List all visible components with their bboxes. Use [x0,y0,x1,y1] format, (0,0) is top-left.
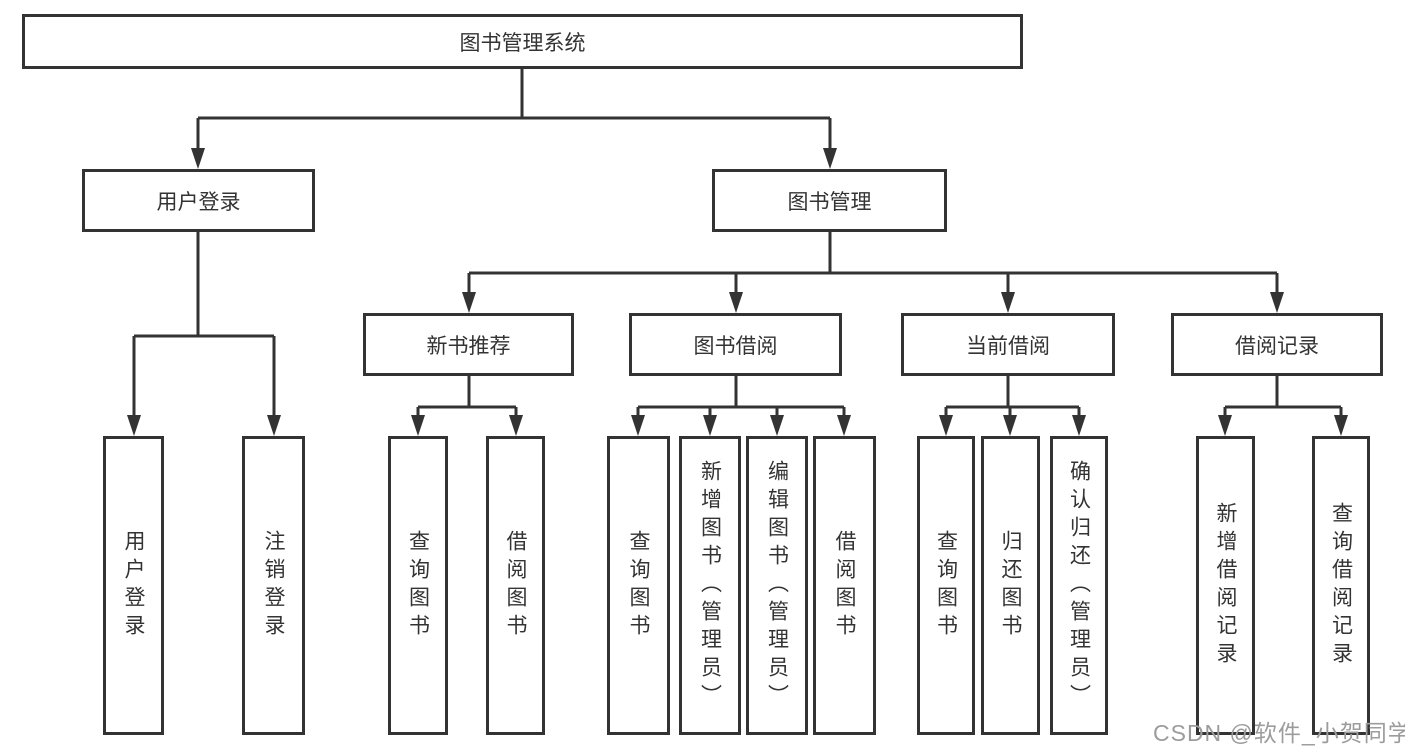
leaf-query-books-under-current: 查询图书 [917,436,975,735]
leaf-confirm-return-admin: 确认归还（管理员） [1050,436,1108,735]
node-label: 图书借阅 [693,334,778,358]
node-label: 用户登录 [156,190,241,214]
leaf-borrow-books-under-borrowing: 借阅图书 [813,436,876,735]
node-label: 新增图书（管理员） [698,459,722,712]
node-label: 确认归还（管理员） [1067,459,1091,712]
node-label: 新增借阅记录 [1214,501,1238,670]
csdn-watermark: CSDN @软件_小贺同学 [1153,720,1405,746]
tree-edges [132,69,1343,417]
node-label: 用户登录 [122,529,146,642]
arrowheads [127,148,1348,436]
node-label: 当前借阅 [966,334,1050,358]
node-label: 查询借阅记录 [1329,501,1353,670]
node-current-borrowing: 当前借阅 [901,313,1115,376]
node-label: 编辑图书（管理员） [765,459,789,712]
node-label: 图书管理 [787,190,872,214]
node-label: 归还图书 [999,529,1023,642]
leaf-edit-book-admin: 编辑图书（管理员） [746,436,808,735]
node-label: 查询图书 [627,529,651,642]
node-book-borrowing: 图书借阅 [629,313,842,376]
leaf-query-books-under-borrowing: 查询图书 [607,436,670,735]
leaf-query-books-under-recommendation: 查询图书 [388,436,448,735]
leaf-add-borrow-record: 新增借阅记录 [1196,436,1255,735]
leaf-user-login: 用户登录 [103,436,164,735]
node-label: 注销登录 [262,529,286,642]
leaf-add-book-admin: 新增图书（管理员） [679,436,741,735]
node-new-book-recommendation: 新书推荐 [363,313,574,376]
node-borrowing-records: 借阅记录 [1171,313,1383,376]
node-label: 借阅图书 [504,529,528,642]
node-label: 借阅记录 [1235,334,1319,358]
leaf-borrow-books-under-recommendation: 借阅图书 [486,436,545,735]
node-user-login: 用户登录 [82,169,315,232]
leaf-query-borrow-record: 查询借阅记录 [1312,436,1370,735]
node-label: 借阅图书 [833,529,857,642]
node-label: 查询图书 [934,529,958,642]
leaf-logout: 注销登录 [242,436,305,735]
node-label: 图书管理系统 [459,31,586,55]
node-label: 查询图书 [406,529,430,642]
node-book-management: 图书管理 [712,169,947,232]
leaf-return-book: 归还图书 [981,436,1040,735]
node-label: 新书推荐 [426,334,511,358]
node-library-management-system: 图书管理系统 [22,14,1023,69]
